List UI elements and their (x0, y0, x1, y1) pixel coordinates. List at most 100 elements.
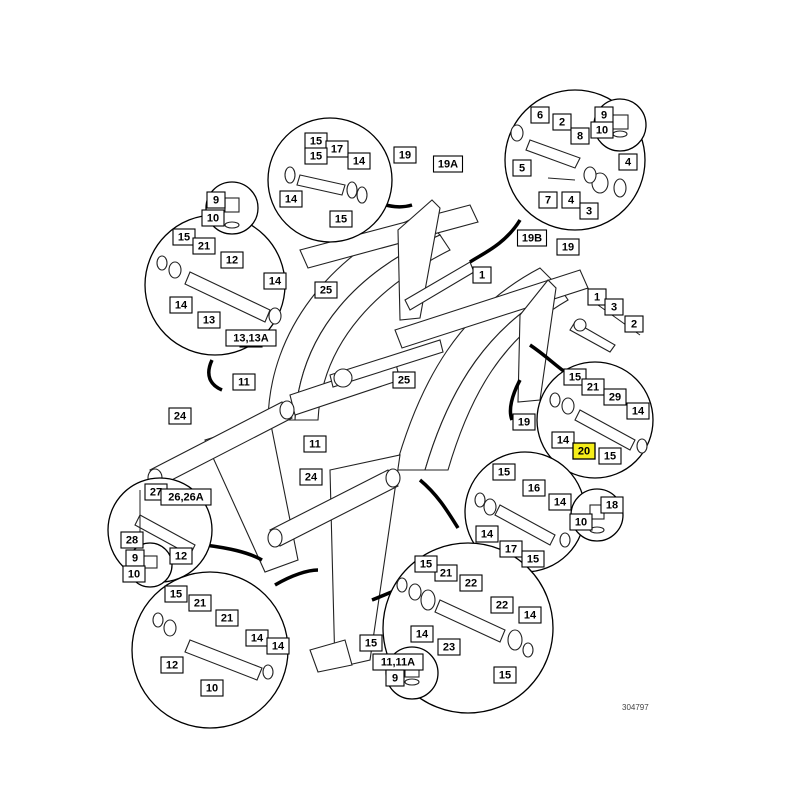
part-label-11: 11 (232, 373, 256, 391)
part-label-14: 14 (410, 625, 434, 643)
part-label-box (303, 435, 327, 453)
part-label-box (164, 585, 188, 603)
part-label-10: 10 (569, 513, 593, 531)
part-label-29: 29 (603, 388, 627, 406)
part-label-box (598, 447, 622, 465)
part-label-text: 2 (559, 117, 565, 129)
part-label-text: 12 (226, 255, 238, 267)
part-label-14: 14 (347, 152, 371, 170)
part-label-box (120, 531, 144, 549)
part-label-text: 9 (601, 110, 607, 122)
part-label-text: 9 (392, 673, 398, 685)
part-label-text: 29 (609, 392, 621, 404)
part-label-14: 14 (263, 272, 287, 290)
part-label-21: 21 (434, 564, 458, 582)
part-label-text: 21 (221, 613, 233, 625)
part-label-12: 12 (160, 656, 184, 674)
part-label-19: 19 (556, 238, 580, 256)
part-label-box (490, 596, 514, 614)
part-label-box (168, 407, 192, 425)
part-label-text: 12 (166, 660, 178, 672)
part-label-2: 2 (624, 315, 644, 333)
part-label-14: 14 (266, 637, 290, 655)
part-label-box (603, 388, 627, 406)
part-label-box (169, 296, 193, 314)
part-label-17: 17 (499, 540, 523, 558)
part-label-text: 15 (604, 451, 616, 463)
part-label-15: 15 (414, 555, 438, 573)
part-label-box (569, 513, 593, 531)
part-label-22: 22 (490, 596, 514, 614)
part-label-box (522, 479, 546, 497)
part-label-3: 3 (604, 298, 624, 316)
part-label-text: 15 (170, 589, 182, 601)
part-label-1: 1 (587, 288, 607, 306)
part-label-box (512, 159, 532, 177)
part-label-text: 15 (310, 151, 322, 163)
part-label-15: 15 (304, 132, 328, 150)
part-label-box (263, 272, 287, 290)
part-label-text: 21 (198, 241, 210, 253)
part-label-text: 10 (206, 683, 218, 695)
part-label-box (410, 625, 434, 643)
part-label-box (538, 191, 558, 209)
part-label-box (160, 488, 212, 506)
part-label-text: 10 (575, 517, 587, 529)
part-label-box (172, 228, 196, 246)
part-label-10: 10 (590, 121, 614, 139)
part-label-box (626, 402, 650, 420)
part-label-11: 11 (303, 435, 327, 453)
part-label-box (169, 547, 193, 565)
part-label-15: 15 (563, 368, 587, 386)
part-label-text: 14 (481, 529, 494, 541)
part-label-text: 17 (505, 544, 517, 556)
part-label-box (329, 210, 353, 228)
part-label-15: 15 (493, 666, 517, 684)
part-label-8: 8 (570, 127, 590, 145)
part-label-text: 3 (611, 302, 617, 314)
part-label-box (516, 229, 548, 247)
part-label-text: 11,11A (381, 657, 415, 669)
part-label-15: 15 (164, 585, 188, 603)
part-label-15: 15 (359, 634, 383, 652)
part-label-box (600, 496, 624, 514)
part-label-14: 14 (279, 190, 303, 208)
part-label-14: 14 (475, 525, 499, 543)
part-label-14: 14 (551, 431, 575, 449)
part-label-text: 14 (557, 435, 570, 447)
part-label-box (548, 493, 572, 511)
part-label-24: 24 (168, 407, 192, 425)
part-label-box (518, 606, 542, 624)
part-label-text: 23 (443, 642, 455, 654)
part-label-14: 14 (245, 629, 269, 647)
part-label-text: 4 (625, 157, 632, 169)
part-label-3: 3 (579, 202, 599, 220)
part-label-text: 17 (331, 144, 343, 156)
part-label-box (304, 147, 328, 165)
part-label-box (570, 127, 590, 145)
part-label-9: 9 (594, 106, 614, 124)
part-label-box (220, 251, 244, 269)
part-label-9: 9 (385, 669, 405, 687)
part-label-21: 21 (192, 237, 216, 255)
part-label-box (432, 155, 464, 173)
detail-circle-bottom-left (131, 571, 289, 729)
part-label-text: 14 (353, 156, 366, 168)
part-label-box (215, 609, 239, 627)
part-label-text: 14 (554, 497, 567, 509)
part-label-text: 15 (310, 136, 322, 148)
part-label-text: 24 (305, 472, 318, 484)
part-label-text: 14 (632, 406, 645, 418)
part-label-15: 15 (329, 210, 353, 228)
part-label-19B: 19B (516, 229, 548, 247)
part-label-21: 21 (188, 594, 212, 612)
part-label-box (393, 146, 417, 164)
part-label-text: 28 (126, 535, 138, 547)
part-label-text: 22 (496, 600, 508, 612)
part-label-12: 12 (220, 251, 244, 269)
part-label-22: 22 (459, 574, 483, 592)
part-label-text: 9 (213, 195, 219, 207)
part-label-14: 14 (169, 296, 193, 314)
part-label-19A: 19A (432, 155, 464, 173)
